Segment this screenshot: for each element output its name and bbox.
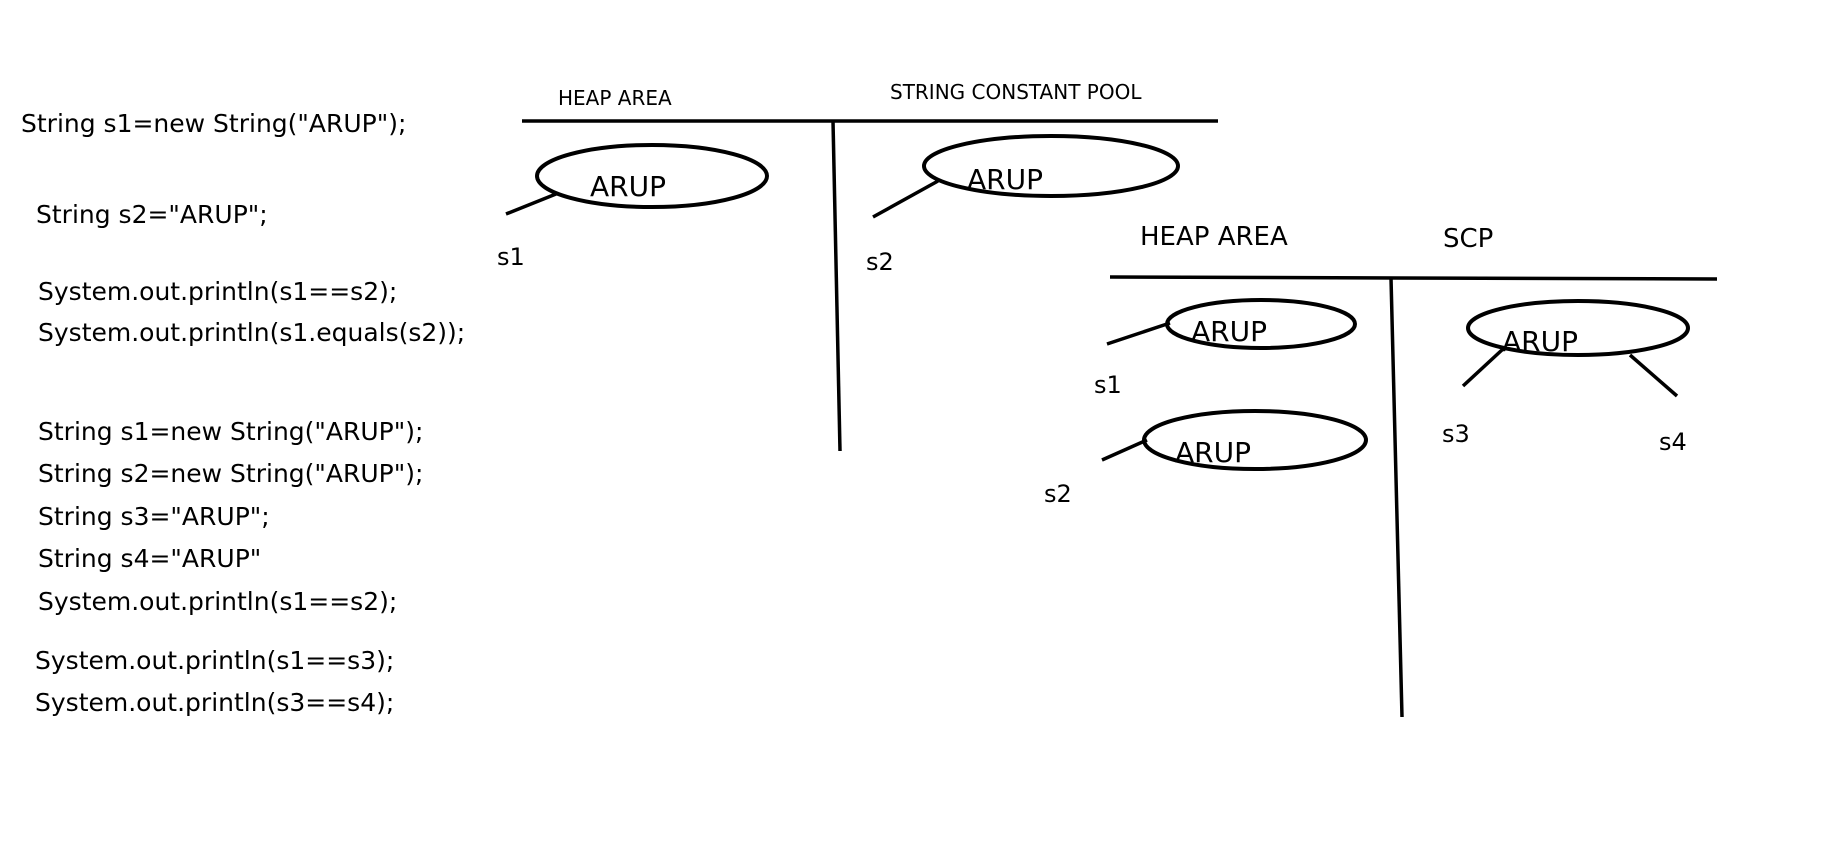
reference-arrow <box>1628 353 1679 398</box>
reference-label: s2 <box>1044 480 1072 508</box>
code-line: String s2="ARUP"; <box>36 200 268 229</box>
pool-object-label: ARUP <box>967 163 1043 196</box>
divider-vertical <box>831 120 842 452</box>
heap-object-label: ARUP <box>1175 436 1251 469</box>
code-line: System.out.println(s1==s3); <box>35 646 394 675</box>
reference-arrow <box>1101 438 1148 462</box>
code-line: String s1=new String("ARUP"); <box>38 417 423 446</box>
code-line: String s2=new String("ARUP"); <box>38 459 423 488</box>
reference-arrow <box>872 179 939 219</box>
code-line: String s4="ARUP" <box>38 544 261 573</box>
reference-arrow <box>1461 347 1505 388</box>
heap-object-label: ARUP <box>590 170 666 203</box>
memory-diagram-1: HEAP AREA STRING CONSTANT POOL ARUP s1 A… <box>497 80 1218 452</box>
string-constant-pool-label: STRING CONSTANT POOL <box>890 80 1142 104</box>
code-block-1: String s1=new String("ARUP"); String s2=… <box>21 109 465 347</box>
code-line: System.out.println(s3==s4); <box>35 688 394 717</box>
heap-area-label: HEAP AREA <box>558 86 672 110</box>
heap-object-label: ARUP <box>1191 315 1267 348</box>
reference-label: s4 <box>1659 428 1687 456</box>
reference-arrow <box>505 192 557 216</box>
code-block-2: String s1=new String("ARUP"); String s2=… <box>35 417 423 717</box>
code-line: String s1=new String("ARUP"); <box>21 109 406 138</box>
code-line: System.out.println(s1==s2); <box>38 277 397 306</box>
divider-horizontal <box>1109 275 1718 281</box>
heap-object-ellipse <box>535 143 769 209</box>
divider-vertical <box>1389 277 1404 718</box>
pool-object-ellipse <box>1466 299 1690 357</box>
pool-object-label: ARUP <box>1502 325 1578 358</box>
code-line: System.out.println(s1==s2); <box>38 587 397 616</box>
reference-label: s1 <box>497 243 525 271</box>
pool-object-ellipse <box>922 134 1180 198</box>
scp-label: SCP <box>1443 224 1493 254</box>
memory-diagram-2: HEAP AREA SCP ARUP s1 ARUP s2 ARUP s3 s4 <box>1044 222 1718 718</box>
reference-label: s1 <box>1094 371 1122 399</box>
code-line: String s3="ARUP"; <box>38 502 270 531</box>
reference-label: s3 <box>1442 420 1470 448</box>
heap-area-label: HEAP AREA <box>1140 222 1288 252</box>
code-line: System.out.println(s1.equals(s2)); <box>38 318 465 347</box>
reference-label: s2 <box>866 248 894 276</box>
reference-arrow <box>1106 321 1171 346</box>
